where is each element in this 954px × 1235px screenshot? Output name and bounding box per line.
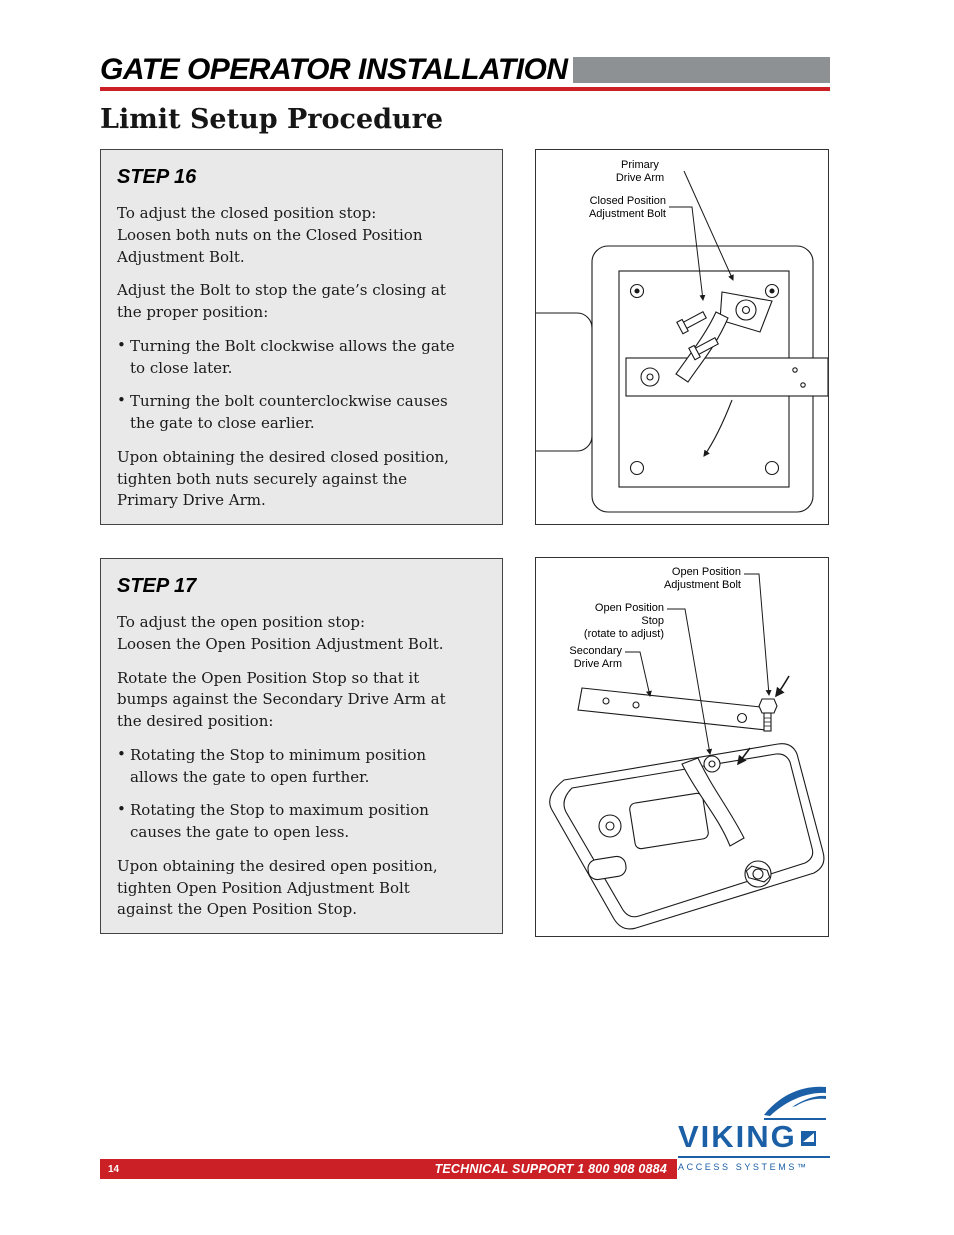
header-title: GATE OPERATOR INSTALLATION <box>100 53 568 86</box>
step17-bullet-2-text: Rotating the Stop to maximum position ca… <box>130 801 429 841</box>
viking-wordmark-row: VIKING <box>678 1120 816 1152</box>
page-number: 14 <box>108 1163 120 1175</box>
label-open-position-stop: Open Position Stop (rotate to adjust) <box>583 602 664 640</box>
step17-bullet-1: Rotating the Stop to minimum position al… <box>117 745 486 789</box>
open-position-drawing <box>549 573 825 930</box>
header-red-rule <box>100 87 830 91</box>
step17-para-2: Rotate the Open Position Stop so that it… <box>117 668 446 731</box>
step17-bullet-1-text: Rotating the Stop to minimum position al… <box>130 745 427 786</box>
section-title: Limit Setup Procedure <box>100 104 444 135</box>
viking-swoosh-icon <box>762 1082 828 1126</box>
logo-divider <box>678 1156 830 1158</box>
page-header: GATE OPERATOR INSTALLATION <box>100 54 830 86</box>
open-position-diagram: Open Position Adjustment Bolt Open Posit… <box>535 557 829 937</box>
step16-para-3: Upon obtaining the desired closed positi… <box>117 447 449 510</box>
footer-bar: 14 TECHNICAL SUPPORT 1 800 908 0884 <box>100 1159 677 1179</box>
label-primary-drive-arm: Primary Drive Arm <box>615 159 665 184</box>
label-open-position-adjustment-bolt: Open Position Adjustment Bolt <box>663 566 741 591</box>
viking-wordmark: VIKING <box>678 1119 797 1154</box>
step17-title: STEP 17 <box>117 575 197 597</box>
logo-tagline: ACCESS SYSTEMS™ <box>678 1162 809 1172</box>
step16-bullet-1-text: Turning the Bolt clockwise allows the ga… <box>130 336 455 377</box>
step16-bullet-2-text: Turning the bolt counterclockwise causes… <box>130 392 448 432</box>
label-closed-position-adjustment-bolt: Closed Position Adjustment Bolt <box>588 195 666 220</box>
closed-position-diagram: Primary Drive Arm Closed Position Adjust… <box>535 149 829 525</box>
label-secondary-drive-arm: Secondary Drive Arm <box>569 645 622 670</box>
technical-support-text: TECHNICAL SUPPORT 1 800 908 0884 <box>434 1162 667 1176</box>
step17-box: STEP 17 To adjust the open position stop… <box>100 558 503 934</box>
step17-para-1: To adjust the open position stop: Loosen… <box>117 613 444 653</box>
step16-para-1: To adjust the closed position stop: Loos… <box>117 204 423 266</box>
viking-logo: VIKING ACCESS SYSTEMS™ <box>678 1082 830 1180</box>
viking-flag-icon <box>800 1120 816 1151</box>
step17-para-3: Upon obtaining the desired open position… <box>117 856 438 919</box>
header-gray-bar <box>572 57 830 83</box>
step17-bullet-2: Rotating the Stop to maximum position ca… <box>117 800 486 844</box>
closed-position-drawing <box>536 170 828 513</box>
step16-box: STEP 16 To adjust the closed position st… <box>100 149 503 525</box>
step16-para-2: Adjust the Bolt to stop the gate’s closi… <box>117 281 446 321</box>
step16-bullet-2: Turning the bolt counterclockwise causes… <box>117 391 486 435</box>
step16-bullet-1: Turning the Bolt clockwise allows the ga… <box>117 336 486 380</box>
step16-title: STEP 16 <box>117 166 197 188</box>
